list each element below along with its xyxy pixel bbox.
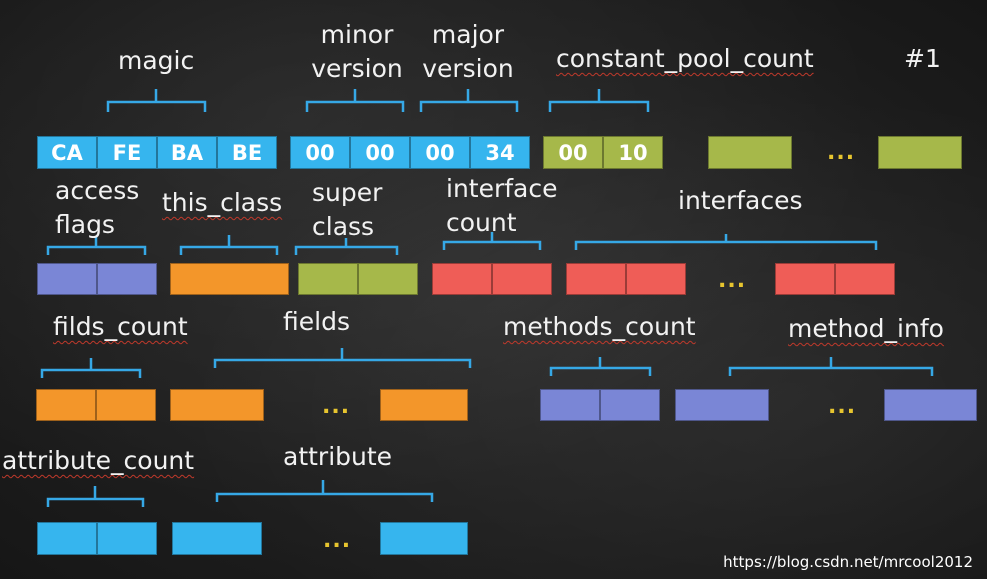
label-minor-line1: minor [320,20,394,49]
label-minor-version: minor version [307,18,407,86]
label-super-line1: super [312,178,383,207]
interface-entry-1-byte-2 [626,263,686,295]
brace-fields [213,348,472,368]
watermark: https://blog.csdn.net/mrcool2012 [723,553,973,571]
label-filds-count: filds_count [53,312,188,341]
methods-count-byte-1 [540,389,600,421]
label-access-line1: access [55,176,140,205]
minor-version-byte-2: 00 [350,136,410,169]
attribute-entry-1 [172,522,262,555]
magic-byte-be: BE [217,136,277,169]
magic-byte-fe: FE [97,136,157,169]
label-method-info: method_info [788,314,944,343]
major-version-byte-2: 34 [470,136,530,169]
methods-count-byte-2 [600,389,660,421]
label-fields: fields [283,307,350,336]
brace-methods-count [549,357,652,376]
method-entry-1 [675,389,769,421]
brace-minor-version [305,89,405,112]
brace-this-class [179,235,279,255]
access-flags-byte-2 [97,263,157,295]
label-major-version: major version [418,18,518,86]
this-class-cell [170,263,289,295]
brace-constant-pool-count [548,89,650,112]
interface-entry-n-byte-1 [775,263,835,295]
label-super-line2: class [312,212,375,241]
label-interface-count: interface count [446,172,566,240]
method-entry-n [884,389,977,421]
brace-interface-count [442,232,542,250]
ellipsis-attributes: ... [323,528,352,553]
brace-super-class [294,238,399,255]
field-entry-n [380,389,468,421]
brace-attribute [215,480,434,502]
major-version-byte-1: 00 [410,136,470,169]
ellipsis-interfaces: ... [718,268,747,293]
constant-pool-entry-1 [708,136,792,169]
label-interface-line2: count [446,208,517,237]
brace-filds-count [40,358,142,378]
brace-magic [106,89,207,112]
label-minor-line2: version [311,54,403,83]
label-major-line1: major [431,20,505,49]
label-interfaces: interfaces [678,186,803,215]
field-entry-1 [170,389,264,421]
minor-version-byte-1: 00 [290,136,350,169]
constant-pool-entry-2 [878,136,962,169]
label-methods-count: methods_count [503,312,696,341]
label-access-flags: access flags [55,174,143,242]
constant-pool-count-byte-2: 10 [603,136,663,169]
brace-attribute-count [46,486,145,507]
label-major-line2: version [422,54,514,83]
attribute-entry-n [380,522,468,555]
ellipsis-methods: ... [828,394,857,419]
brace-access-flags [46,236,147,255]
label-attribute-count: attribute_count [2,446,195,475]
label-access-line2: flags [55,210,115,239]
interface-count-byte-1 [432,263,492,295]
super-class-byte-1 [298,263,358,295]
label-magic: magic [118,46,195,75]
constant-pool-count-byte-1: 00 [543,136,603,169]
brace-major-version [419,89,519,112]
interface-count-byte-2 [492,263,552,295]
attribute-count-byte-2 [97,522,157,555]
label-interface-line1: interface [446,174,558,203]
label-super-class: super class [312,176,392,244]
fields-count-byte-2 [96,389,156,421]
access-flags-byte-1 [37,263,97,295]
label-attribute: attribute [283,442,393,471]
ellipsis-fields: ... [322,394,351,419]
attribute-count-byte-1 [37,522,97,555]
brace-interfaces [574,234,878,250]
magic-byte-ba: BA [157,136,217,169]
label-this-class: this_class [162,188,283,217]
label-constant-pool-count: constant_pool_count [556,44,814,73]
super-class-byte-2 [358,263,418,295]
magic-byte-ca: CA [37,136,97,169]
brace-method-info [728,357,934,376]
ellipsis-constant-pool: ... [827,140,856,165]
fields-count-byte-1 [36,389,96,421]
label-hash-1: #1 [904,44,941,73]
interface-entry-n-byte-2 [835,263,895,295]
interface-entry-1-byte-1 [566,263,626,295]
